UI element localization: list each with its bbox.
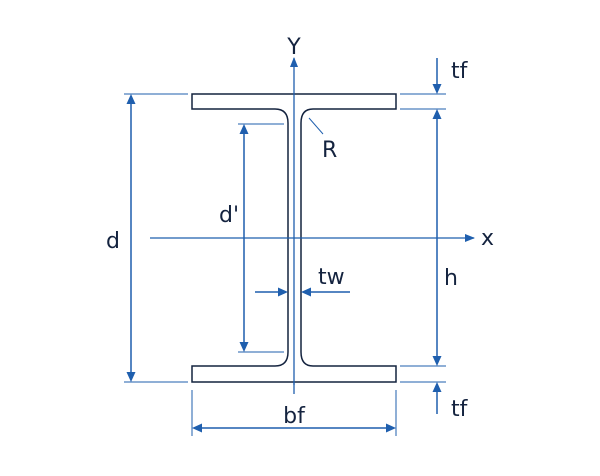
tf-bottom-label: tf [451, 397, 469, 422]
tf-bottom-arrow-up [432, 382, 442, 392]
y-axis-label: Y [286, 35, 301, 60]
d-arrow-top [126, 94, 136, 104]
tw-arrow-right [301, 287, 311, 297]
tw-label: tw [318, 265, 345, 290]
tf-top-arrow-down [432, 84, 442, 94]
h-label: h [444, 266, 458, 291]
x-axis-label: x [481, 226, 494, 251]
tf-top-label: tf [451, 59, 469, 84]
d-prime-label: d' [219, 203, 239, 228]
tw-arrow-left [278, 287, 288, 297]
r-leader [308, 117, 324, 135]
h-arrow-bottom [432, 356, 442, 366]
bf-arrow-left [192, 423, 202, 433]
r-label: R [322, 138, 337, 163]
d-label: d [106, 229, 120, 254]
bf-label: bf [283, 404, 306, 429]
d-arrow-bottom [126, 372, 136, 382]
h-arrow-top [432, 109, 442, 119]
d-prime-arrow-bottom [239, 342, 249, 352]
bf-arrow-right [386, 423, 396, 433]
d-prime-arrow-top [239, 124, 249, 134]
